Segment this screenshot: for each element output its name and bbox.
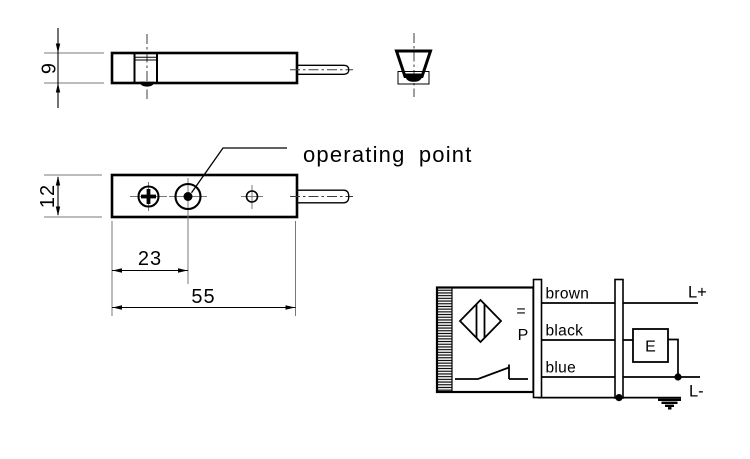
- operating-point-circle: [174, 182, 202, 211]
- wiring-diagram: = P E brown black blue L+ L-: [435, 278, 707, 410]
- side-body: [110, 34, 299, 99]
- top-cable: [290, 189, 353, 204]
- dimension-12: 12: [37, 174, 102, 218]
- side-cable: [290, 64, 353, 75]
- dim-55-label: 55: [191, 286, 215, 308]
- proximity-sensor-symbol: = P: [455, 298, 529, 380]
- sensing-face-hatch: [436, 286, 453, 393]
- dim-12-label: 12: [37, 184, 59, 208]
- junction-dot: [615, 394, 623, 402]
- indicator-hole: [241, 185, 263, 209]
- screw-dome: [139, 81, 155, 87]
- arrowhead: [112, 305, 122, 310]
- leader-line: [190, 147, 287, 194]
- arrowhead: [55, 83, 61, 93]
- operating-point: operating point: [169, 142, 473, 284]
- arrowhead: [285, 305, 295, 310]
- top-view: 12 operating point: [37, 142, 473, 316]
- wire-label-brown: brown: [546, 286, 590, 303]
- terminal-bar: [614, 278, 624, 399]
- screw-dome: [404, 73, 423, 82]
- arrowhead: [55, 176, 61, 186]
- cable-end: [343, 189, 350, 204]
- pnp-label: P: [518, 327, 529, 344]
- end-view: [394, 33, 433, 97]
- wire-label-blue: blue: [546, 360, 577, 377]
- switch-contact-symbol: [455, 364, 528, 380]
- arrowhead: [55, 206, 61, 216]
- dc-symbol: =: [516, 303, 525, 320]
- operating-point-label: operating point: [303, 142, 473, 167]
- arrowhead: [112, 268, 122, 273]
- supply-negative-label: L-: [689, 383, 704, 401]
- terminal-bar: [532, 278, 543, 399]
- earth-ground-symbol: [658, 398, 681, 410]
- diamond: [458, 298, 503, 344]
- operating-point-dot: [183, 192, 193, 201]
- supply-positive-label: L+: [688, 284, 707, 302]
- arrowhead: [178, 268, 188, 273]
- dimension-23: 23: [111, 221, 188, 316]
- dimension-9: 9: [38, 28, 104, 108]
- wire-label-black: black: [546, 323, 584, 340]
- arrowhead: [55, 43, 61, 53]
- adjustment-screw: [130, 182, 167, 211]
- dimension-55: 55: [112, 221, 296, 316]
- base-outline: [397, 71, 430, 85]
- dim-9-label: 9: [38, 62, 60, 74]
- load-label: E: [645, 339, 656, 356]
- cable-end: [343, 64, 350, 75]
- screw-head: [137, 185, 160, 208]
- hole-circle: [245, 190, 259, 203]
- load-return-wire: [668, 338, 679, 377]
- dim-23-label: 23: [138, 248, 162, 270]
- housing-outline: [110, 51, 299, 85]
- junction-dot: [674, 373, 682, 381]
- load-box: [632, 328, 669, 363]
- side-view: 9: [38, 28, 353, 108]
